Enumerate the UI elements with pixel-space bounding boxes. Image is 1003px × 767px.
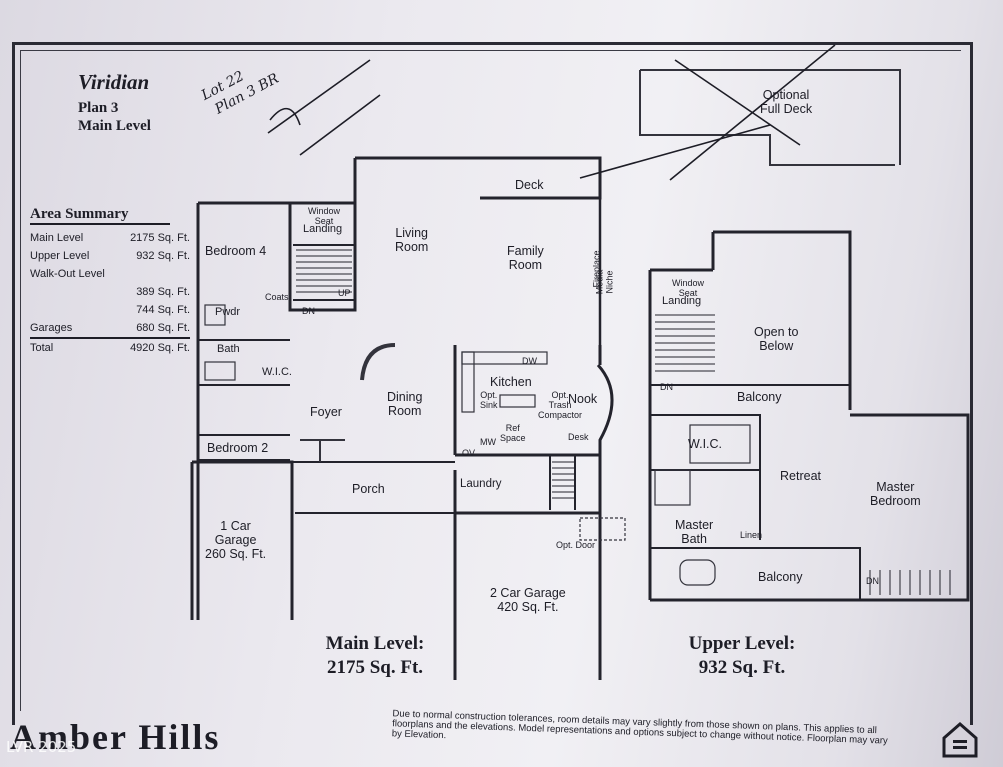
label-bedroom-2: Bedroom 2 xyxy=(207,441,269,455)
label-upper-dn: DN xyxy=(866,576,879,586)
level-label: Main Level xyxy=(78,118,151,134)
upper-level-title: Upper Level: xyxy=(688,633,796,654)
label-master-bath: Master Bath xyxy=(675,518,714,546)
label-mw: MW xyxy=(480,437,496,447)
label-master-bedroom: Master Bedroom xyxy=(870,480,921,508)
label-family-room: Family Room xyxy=(507,244,544,272)
label-laundry: Laundry xyxy=(460,478,502,490)
upper-level-total: Upper Level: 932 Sq. Ft. xyxy=(672,632,812,680)
label-retreat: Retreat xyxy=(780,469,821,483)
label-dw: DW xyxy=(522,356,537,366)
label-upper-dn-stair: DN xyxy=(660,382,673,392)
label-landing: Landing xyxy=(303,223,343,235)
label-window-seat: Window Seat xyxy=(308,206,341,226)
label-opt-sink: Opt. Sink xyxy=(480,390,498,410)
upper-level-walls xyxy=(648,230,970,602)
main-stair-treads xyxy=(296,249,575,499)
label-upper-window-seat: Window Seat xyxy=(672,278,705,298)
label-balcony-upper: Balcony xyxy=(737,390,782,404)
sheet-border xyxy=(12,42,973,725)
pen-marks xyxy=(267,44,836,181)
label-open-to-below: Open to Below xyxy=(754,325,799,353)
label-pwdr: Pwdr xyxy=(215,306,241,318)
equal-housing-icon xyxy=(940,720,980,758)
area-row: Walk-Out Level xyxy=(30,268,105,280)
main-level-title: Main Level: xyxy=(325,633,425,654)
brand-logo: Amber Hills xyxy=(10,717,221,757)
upper-fixtures xyxy=(654,424,751,586)
optional-deck xyxy=(639,69,901,166)
area-row: 389 Sq. Ft. xyxy=(136,286,190,298)
sheet-inner-border xyxy=(20,50,961,711)
label-optional-full-deck: Optional Full Deck xyxy=(760,88,813,116)
label-deck: Deck xyxy=(515,178,544,192)
plan-label: Plan 3 xyxy=(78,100,119,116)
label-balcony-lower: Balcony xyxy=(758,570,803,584)
main-level-area: 2175 Sq. Ft. xyxy=(326,657,424,678)
main-level-walls xyxy=(190,156,614,680)
label-dn: DN xyxy=(302,306,315,316)
upper-level-area: 932 Sq. Ft. xyxy=(698,657,786,678)
label-ref-space: Ref Space xyxy=(500,423,526,443)
area-summary-title: Area Summary xyxy=(30,206,170,225)
label-porch: Porch xyxy=(352,482,385,496)
deck-outline xyxy=(355,156,602,200)
label-2-car-garage: 2 Car Garage 420 Sq. Ft. xyxy=(490,586,566,614)
label-wic: W.I.C. xyxy=(262,366,292,378)
plan-name: Viridian xyxy=(78,70,150,94)
label-up: UP xyxy=(338,288,351,298)
label-media-niche: Media Niche xyxy=(594,269,615,295)
label-coats: Coats xyxy=(265,292,289,302)
label-opt-trash-compactor: Opt. Trash Compactor xyxy=(538,390,583,420)
label-linen: Linen xyxy=(740,530,763,540)
label-bedroom-4: Bedroom 4 xyxy=(205,244,267,258)
label-ov: OV xyxy=(462,448,476,458)
label-dining-room: Dining Room xyxy=(387,390,423,418)
label-1-car-garage: 1 Car Garage 260 Sq. Ft. xyxy=(205,519,267,561)
label-living-room: Living Room xyxy=(395,226,429,254)
label-upper-landing: Landing xyxy=(662,295,702,307)
label-bath: Bath xyxy=(217,343,240,355)
label-opt-door: Opt. Door xyxy=(556,540,596,550)
label-kitchen: Kitchen xyxy=(490,375,532,389)
main-level-total: Main Level: 2175 Sq. Ft. xyxy=(310,632,440,680)
area-row: 744 Sq. Ft. xyxy=(136,304,190,316)
watermark: LVR 2025 xyxy=(6,738,77,756)
label-desk: Desk xyxy=(568,432,589,442)
label-foyer: Foyer xyxy=(310,405,342,419)
main-fixtures xyxy=(204,304,626,541)
upper-stair-treads xyxy=(655,314,951,595)
label-upper-wic: W.I.C. xyxy=(688,437,723,451)
label-nook: Nook xyxy=(568,392,598,406)
